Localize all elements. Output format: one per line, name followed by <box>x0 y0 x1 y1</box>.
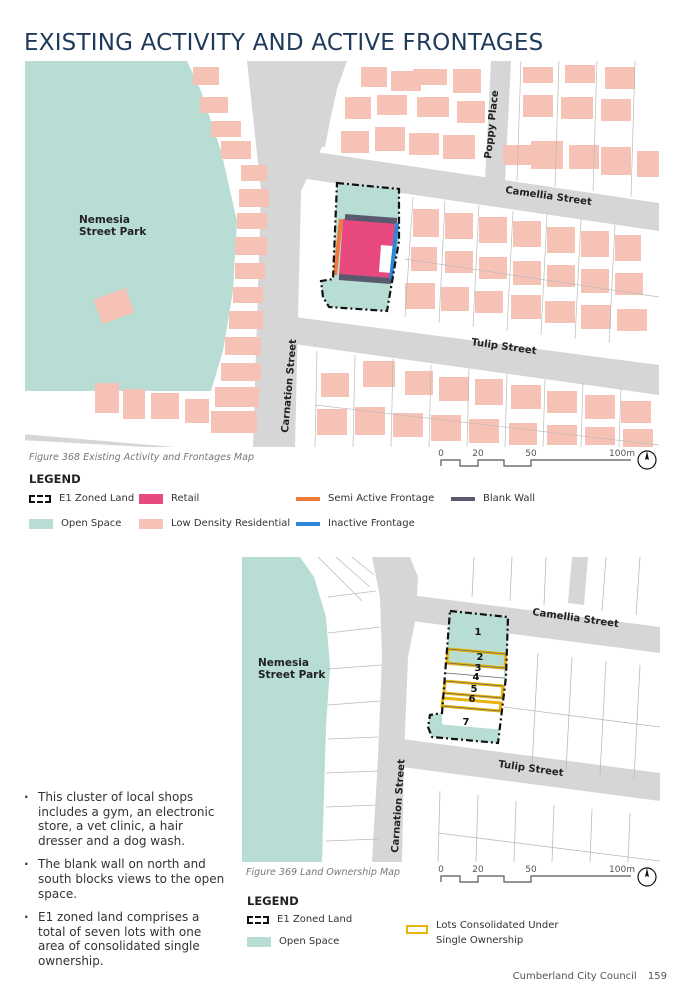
figure-369-caption: Figure 369 Land Ownership Map <box>246 867 400 878</box>
map2-e1-boundary <box>426 609 510 745</box>
low-density-swatch-icon <box>139 518 163 529</box>
scale-bar-2-svg: 0 20 50 100m <box>438 865 657 887</box>
blank-wall-swatch-icon <box>451 496 475 501</box>
camellia-street-road <box>293 149 659 231</box>
tulip-street-road <box>287 316 659 395</box>
lot-6: 6 <box>469 694 476 705</box>
lot-numbers: 1 2 3 4 5 6 7 <box>463 627 484 728</box>
lot-1: 1 <box>475 627 482 638</box>
ownership-map[interactable]: 1 2 3 4 5 6 7 Nemesia Street Park Camell… <box>242 557 660 862</box>
lot-3: 3 <box>475 663 482 674</box>
lot-2: 2 <box>477 652 484 663</box>
semi-active-swatch-icon <box>296 496 320 501</box>
inactive-swatch-icon <box>296 521 320 526</box>
legend2-open-space: Open Space <box>247 936 339 947</box>
e1-swatch-icon <box>247 915 269 924</box>
scale1-tick-100m: 100m <box>609 449 635 459</box>
page-footer: Cumberland City Council 159 <box>513 971 667 982</box>
footer-council: Cumberland City Council <box>512 971 637 982</box>
legend1-semi-active: Semi Active Frontage <box>296 493 434 504</box>
legend2-e1-label: E1 Zoned Land <box>277 914 353 925</box>
legend1-open-space: Open Space <box>29 518 121 529</box>
map2-park-label-line2: Street Park <box>258 669 326 681</box>
consolidated-swatch-icon <box>406 925 428 934</box>
map2-park-area <box>242 557 330 862</box>
map2-carnation-road <box>372 557 418 862</box>
bullet-list: This cluster of local shops includes a g… <box>24 790 229 978</box>
legend1-semi-active-label: Semi Active Frontage <box>328 493 435 504</box>
scale-bar-2: 0 20 50 100m <box>438 862 660 888</box>
legend2-open-space-label: Open Space <box>279 936 340 947</box>
open-space-swatch-icon <box>247 936 271 947</box>
lot-4: 4 <box>473 672 480 683</box>
scale2-tick-20: 20 <box>472 865 484 875</box>
legend1-blank-wall-label: Blank Wall <box>483 493 536 504</box>
scale2-tick-0: 0 <box>438 865 444 875</box>
legend1-inactive-label: Inactive Frontage <box>328 518 415 529</box>
legend2-consolidated-label: Lots Consolidated Under Single Ownership <box>436 918 559 948</box>
legend2-title: LEGEND <box>247 894 299 908</box>
road-bottom-left <box>25 434 175 447</box>
scale2-tick-100m: 100m <box>609 865 635 875</box>
legend2-consolidated-line2: Single Ownership <box>436 935 524 946</box>
legend1-retail: Retail <box>139 493 199 504</box>
scale1-tick-0: 0 <box>438 449 444 459</box>
legend1-e1-label: E1 Zoned Land <box>59 493 135 504</box>
park-label-line1: Nemesia <box>79 214 130 226</box>
map2-lot-lines <box>317 557 660 862</box>
legend1-inactive: Inactive Frontage <box>296 518 415 529</box>
blank-wall-north <box>344 214 398 224</box>
bullet-item: E1 zoned land comprises a total of seven… <box>24 910 229 968</box>
legend1-low-density-label: Low Density Residential <box>171 518 291 529</box>
scale1-tick-20: 20 <box>472 449 484 459</box>
lot-5: 5 <box>471 684 478 695</box>
e1-boundary <box>319 181 401 313</box>
legend1-e1: E1 Zoned Land <box>29 493 134 504</box>
scale2-tick-50: 50 <box>525 865 537 875</box>
legend2-consolidated: Lots Consolidated Under Single Ownership <box>406 918 559 948</box>
e1-swatch-icon <box>29 494 51 503</box>
blank-wall-south <box>338 274 392 284</box>
activity-map[interactable]: Nemesia Street Park Poppy Place Camellia… <box>25 61 659 447</box>
map2-camellia-road <box>410 595 660 653</box>
retail-swatch-icon <box>139 493 163 504</box>
semi-active-frontage <box>333 218 343 276</box>
nemesia-park-area <box>25 61 237 391</box>
figure-368-caption: Figure 368 Existing Activity and Frontag… <box>29 452 254 463</box>
map2-north-spur <box>568 557 588 605</box>
legend1-open-space-label: Open Space <box>61 518 122 529</box>
retail-yard <box>379 245 393 273</box>
scale1-tick-50: 50 <box>525 449 537 459</box>
scale-bar-1-svg: 0 20 50 100m <box>438 449 657 470</box>
park-label-line2: Street Park <box>79 226 147 238</box>
ownership-map-svg: 1 2 3 4 5 6 7 Nemesia Street Park Camell… <box>242 557 660 862</box>
bullet-item: The blank wall on north and south blocks… <box>24 857 229 901</box>
legend1-title: LEGEND <box>29 472 81 486</box>
open-space-swatch-icon <box>29 518 53 529</box>
page-title: EXISTING ACTIVITY AND ACTIVE FRONTAGES <box>24 30 544 56</box>
legend1-low-density: Low Density Residential <box>139 518 290 529</box>
map2-tulip-road <box>402 739 660 801</box>
lot-7: 7 <box>463 717 470 728</box>
legend1-retail-label: Retail <box>171 493 200 504</box>
legend2-e1: E1 Zoned Land <box>247 914 352 925</box>
activity-map-svg: Nemesia Street Park Poppy Place Camellia… <box>25 61 659 447</box>
map2-lot-dividers <box>441 648 507 712</box>
lot-boundaries <box>314 61 659 447</box>
inactive-frontage <box>389 222 399 280</box>
legend2-consolidated-line1: Lots Consolidated Under <box>436 920 559 931</box>
road-north-spur <box>311 61 347 147</box>
residential-houses <box>93 65 659 447</box>
map2-park-label-line1: Nemesia <box>258 657 309 669</box>
legend1-blank-wall: Blank Wall <box>451 493 535 504</box>
scale-bar-1: 0 20 50 100m <box>438 446 660 472</box>
page-number: 159 <box>647 971 667 982</box>
bullet-item: This cluster of local shops includes a g… <box>24 790 229 848</box>
